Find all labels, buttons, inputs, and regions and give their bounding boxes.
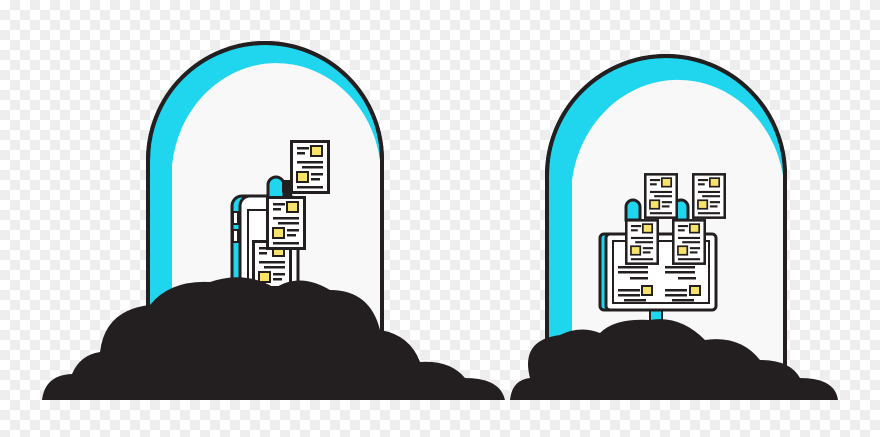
document-icon: [290, 139, 330, 195]
document-icon: [672, 218, 706, 266]
document-icon: [266, 196, 306, 250]
left-cloud: [42, 277, 505, 400]
right-cloud: [510, 319, 838, 400]
document-icon: [625, 218, 659, 266]
document-curl: [282, 180, 292, 197]
document-icon: [692, 172, 726, 220]
document-icon: [644, 172, 678, 220]
document-curl: [624, 198, 642, 222]
